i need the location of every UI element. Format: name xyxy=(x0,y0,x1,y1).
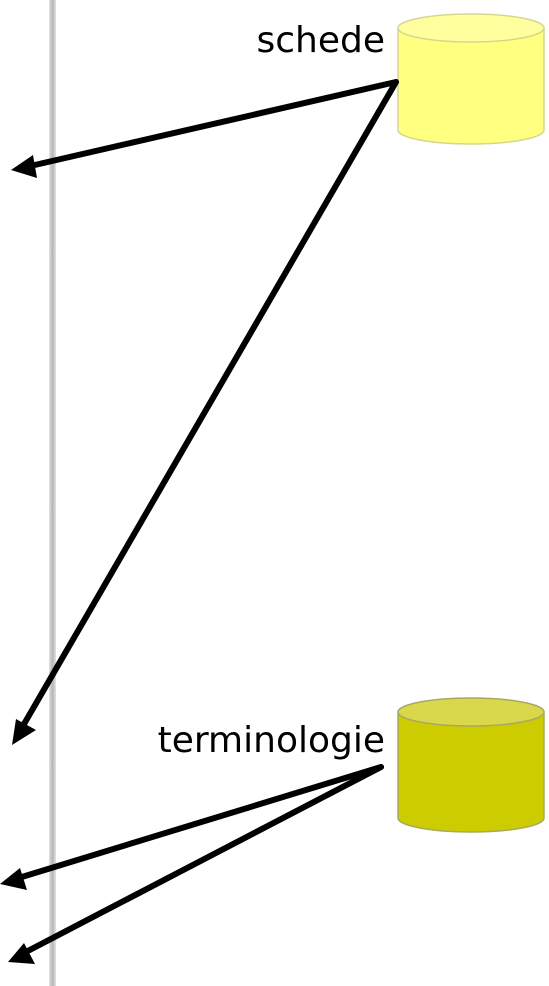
database-terminologie-label: terminologie xyxy=(158,720,385,761)
database-schede-label: schede xyxy=(256,20,385,61)
database-schede-body xyxy=(397,27,545,145)
arrow-schede-to-middle-left xyxy=(12,79,399,745)
database-terminologie xyxy=(397,697,545,833)
database-schede xyxy=(397,13,545,145)
arrow-schede-to-upper-left xyxy=(11,79,399,178)
arrow-terminologie-to-lower-left-1 xyxy=(0,764,384,890)
database-terminologie-top xyxy=(397,697,545,727)
arrow-terminologie-to-lower-left-2 xyxy=(8,764,384,964)
vertical-divider xyxy=(49,0,56,986)
database-terminologie-body xyxy=(397,711,545,833)
database-schede-top xyxy=(397,13,545,43)
